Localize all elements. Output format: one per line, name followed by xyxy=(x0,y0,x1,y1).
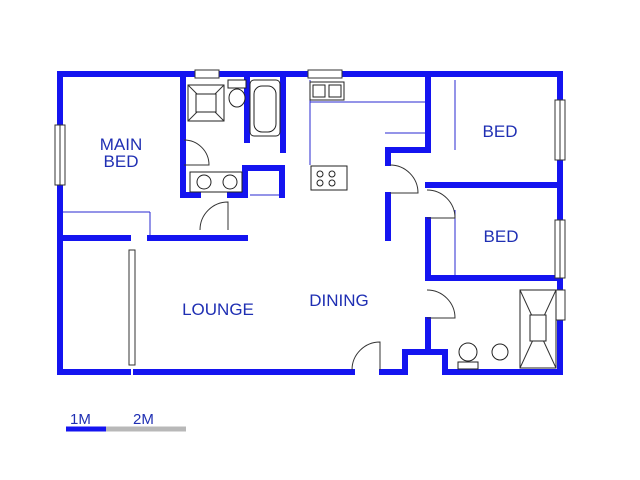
toilet-tank xyxy=(227,79,247,89)
room-label-lounge: LOUNGE xyxy=(182,300,254,319)
room-label-bed-2: BED xyxy=(484,227,519,246)
fixtures xyxy=(187,79,557,370)
toilet-bowl xyxy=(228,88,246,108)
window-top-bath xyxy=(194,69,220,79)
sliding-door-lounge xyxy=(128,249,136,366)
window-kitchen xyxy=(307,69,343,79)
toilet-2 xyxy=(458,342,478,362)
windows xyxy=(54,69,566,366)
room-label-main-bed-line2: BED xyxy=(104,152,139,171)
room-label-dining: DINING xyxy=(309,291,369,310)
stove xyxy=(310,165,348,191)
scale-bar: 1M 2M xyxy=(66,411,186,432)
walls xyxy=(57,71,563,375)
room-label-main-bed-line1: MAIN xyxy=(100,135,143,154)
doors xyxy=(183,139,456,371)
room-label-bed-1: BED xyxy=(483,122,518,141)
scale-label-1m: 1M xyxy=(70,411,91,428)
room-labels: MAIN BED BED BED LOUNGE DINING xyxy=(100,122,519,319)
scale-label-2m: 2M xyxy=(133,411,154,428)
basin-2 xyxy=(491,343,509,361)
